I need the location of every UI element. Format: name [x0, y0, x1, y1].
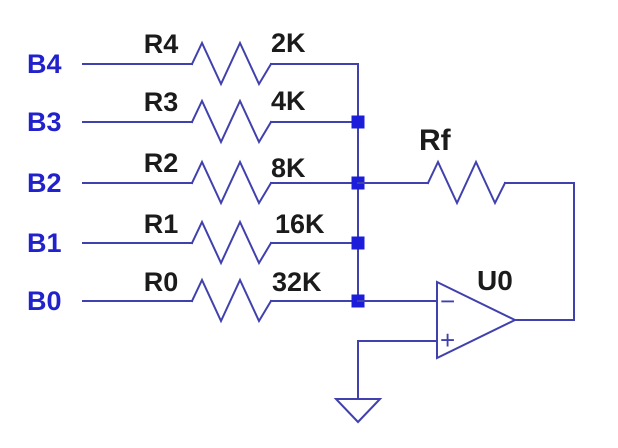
junction-dot-b3: [351, 115, 365, 129]
resistor-value-r4: 2K: [271, 28, 306, 58]
resistor-value-r0: 32K: [272, 267, 322, 297]
junction-dot-b1: [351, 236, 365, 250]
input-row-b1: B1 R1 16K: [27, 209, 359, 266]
input-label-b4: B4: [27, 49, 62, 79]
resistor-ref-r4: R4: [144, 29, 179, 59]
input-row-b4: B4 R4 2K: [27, 28, 359, 87]
resistor-r3-symbol: [190, 98, 273, 145]
opamp-u0: U0 − +: [357, 265, 575, 360]
input-label-b1: B1: [27, 228, 62, 258]
inverting-input-sign: −: [440, 286, 455, 316]
resistor-value-r3: 4K: [271, 86, 306, 116]
input-label-b2: B2: [27, 168, 62, 198]
input-label-b3: B3: [27, 107, 62, 137]
resistor-r4-symbol: [190, 40, 273, 87]
input-row-b0: B0 R0 32K: [27, 267, 359, 324]
resistor-rf-symbol: [426, 159, 507, 206]
opamp-triangle: [436, 280, 518, 360]
resistor-value-r2: 8K: [271, 153, 306, 183]
feedback-branch: Rf: [357, 124, 575, 321]
summing-bus: [351, 63, 365, 308]
resistor-r2-symbol: [190, 159, 273, 206]
input-row-b3: B3 R3 4K: [27, 86, 359, 145]
resistor-ref-r1: R1: [144, 209, 179, 239]
noninverting-input-sign: +: [440, 325, 455, 355]
input-row-b2: B2 R2 8K: [27, 148, 359, 206]
opamp-ref-u0: U0: [477, 265, 513, 296]
resistor-ref-rf: Rf: [419, 124, 452, 157]
resistor-value-r1: 16K: [275, 209, 325, 239]
resistor-r1-symbol: [190, 219, 273, 266]
input-label-b0: B0: [27, 286, 62, 316]
ground-branch: [333, 340, 438, 424]
resistor-ref-r2: R2: [144, 148, 179, 178]
resistor-ref-r3: R3: [144, 87, 179, 117]
resistor-r0-symbol: [190, 277, 273, 324]
ground-symbol: [333, 398, 383, 424]
resistor-ref-r0: R0: [144, 267, 179, 297]
